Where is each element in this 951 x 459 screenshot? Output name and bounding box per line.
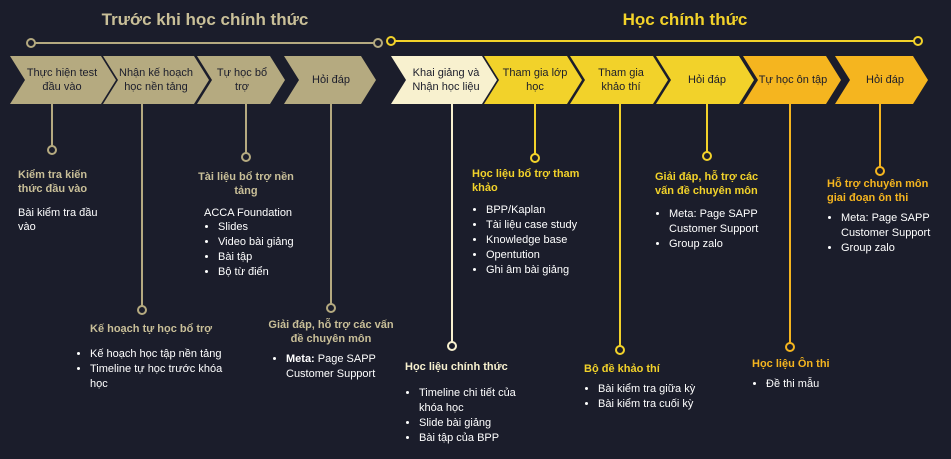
official-detail-1: Học liệu chính thức Timeline chi tiết củ… <box>405 360 525 446</box>
detail-intro: ACCA Foundation <box>204 207 293 219</box>
official-detail-5: Học liệu Ôn thi Đề thi mẫu <box>752 357 852 392</box>
detail-heading: Hỗ trợ chuyên môn giai đoạn ôn thi <box>827 178 929 204</box>
detail-heading: Bộ đề khảo thí <box>584 363 660 375</box>
list-item: Meta: Page SAPP Customer Support <box>669 207 775 237</box>
detail-heading: Học liệu chính thức <box>405 361 508 373</box>
detail-heading: Học liệu bổ trợ tham khảo <box>472 168 580 194</box>
list-item: Timeline chi tiết của khóa học <box>419 386 525 416</box>
before-bracket-dot-left <box>26 38 36 48</box>
detail-text: Bài kiểm tra đầu vào <box>18 207 98 233</box>
detail-list: BPP/Kaplan Tài liệu case study Knowledge… <box>472 203 597 278</box>
list-item: Group zalo <box>841 241 947 256</box>
before-step-2-label: Nhận kế hoạch học nền tảng <box>119 67 193 93</box>
official-step-3-label: Tham gia khảo thí <box>598 67 644 93</box>
detail-list: Đề thi mẫu <box>752 377 852 392</box>
list-item: Kế hoạch học tập nền tảng <box>90 347 236 362</box>
list-item: BPP/Kaplan <box>486 203 597 218</box>
detail-list: Timeline chi tiết của khóa học Slide bài… <box>405 386 525 446</box>
detail-heading: Tài liệu bổ trợ nền tảng <box>198 171 294 197</box>
official-chevron-1 <box>391 56 497 104</box>
official-step-5-label: Tự học ôn tập <box>758 74 828 86</box>
detail-heading: Giải đáp, hỗ trợ các vấn đề chuyên môn <box>268 319 394 345</box>
list-item: Timeline tự học trước khóa học <box>90 362 236 392</box>
before-connector-dot-4 <box>326 303 336 313</box>
official-detail-3: Bộ đề khảo thí Bài kiểm tra giữa kỳ Bài … <box>584 362 704 412</box>
official-bracket-dot-left <box>386 36 396 46</box>
meta-label: Meta: <box>286 353 315 365</box>
detail-list: Kế hoạch học tập nền tảng Timeline tự họ… <box>76 347 236 392</box>
before-section-title: Trước khi học chính thức <box>101 10 309 29</box>
before-step-1-label: Thực hiện test đầu vào <box>26 67 98 93</box>
official-connector-dot-4 <box>702 151 712 161</box>
before-connector-dot-2 <box>137 305 147 315</box>
before-bracket-dot-right <box>373 38 383 48</box>
before-detail-3: Tài liệu bổ trợ nền tảng ACCA Foundation… <box>196 170 316 280</box>
official-connector-dot-1 <box>447 341 457 351</box>
before-step-4-label: Hỏi đáp <box>312 74 350 86</box>
meta-text: Page SAPP Customer Support <box>286 353 376 380</box>
official-connector-dot-5 <box>785 342 795 352</box>
list-item: Bài kiểm tra cuối kỳ <box>598 397 704 412</box>
official-chevron-6 <box>835 56 928 104</box>
official-step-1-label: Khai giảng và Nhận học liệu <box>412 67 480 93</box>
detail-heading: Kiểm tra kiến thức đầu vào <box>18 169 88 195</box>
list-item: Slides <box>218 220 316 235</box>
list-item: Bài kiểm tra giữa kỳ <box>598 382 704 397</box>
list-item: Meta: Page SAPP Customer Support <box>841 211 947 241</box>
official-detail-2: Học liệu bổ trợ tham khảo BPP/Kaplan Tài… <box>472 167 597 278</box>
official-detail-4: Giải đáp, hỗ trợ các vấn đề chuyên môn M… <box>655 170 775 252</box>
official-connector-dot-2 <box>530 153 540 163</box>
list-item: Tài liệu case study <box>486 218 597 233</box>
official-connector-dot-3 <box>615 345 625 355</box>
detail-list: Meta: Page SAPP Customer Support Group z… <box>655 207 775 252</box>
before-detail-1: Kiểm tra kiến thức đầu vào Bài kiểm tra … <box>18 168 110 234</box>
list-item: Meta: Page SAPP Customer Support <box>286 352 396 382</box>
official-detail-6: Hỗ trợ chuyên môn giai đoạn ôn thi Meta:… <box>827 177 947 256</box>
official-chevron-2 <box>484 56 582 104</box>
detail-list: Meta: Page SAPP Customer Support <box>272 352 396 382</box>
official-step-4-label: Hỏi đáp <box>688 74 726 86</box>
before-connector-dot-3 <box>241 152 251 162</box>
before-detail-4: Giải đáp, hỗ trợ các vấn đề chuyên môn M… <box>266 318 396 382</box>
official-chevron-3 <box>570 56 668 104</box>
detail-list: Meta: Page SAPP Customer Support Group z… <box>827 211 947 256</box>
detail-heading: Học liệu Ôn thi <box>752 358 830 370</box>
before-step-3-label: Tự học bổ trợ <box>216 67 268 93</box>
official-step-6-label: Hỏi đáp <box>866 74 904 86</box>
list-item: Slide bài giảng <box>419 416 525 431</box>
list-item: Bài tập <box>218 250 316 265</box>
before-detail-2: Kế hoạch tự học bổ trợ Kế hoạch học tập … <box>76 322 236 392</box>
list-item: Ghi âm bài giảng <box>486 263 597 278</box>
before-connector-dot-1 <box>47 145 57 155</box>
before-chevron-3 <box>197 56 285 104</box>
official-connector-dot-6 <box>875 166 885 176</box>
list-item: Opentution <box>486 248 597 263</box>
before-chevron-1 <box>10 56 116 104</box>
official-chevron-4 <box>656 56 754 104</box>
official-section-title: Học chính thức <box>622 10 748 29</box>
official-chevron-5 <box>743 56 841 104</box>
list-item: Knowledge base <box>486 233 597 248</box>
list-item: Bộ từ điển <box>218 265 316 280</box>
detail-list: Bài kiểm tra giữa kỳ Bài kiểm tra cuối k… <box>584 382 704 412</box>
official-step-2-label: Tham gia lớp học <box>502 67 568 93</box>
list-item: Đề thi mẫu <box>766 377 852 392</box>
before-chevron-2 <box>103 56 209 104</box>
detail-list: Slides Video bài giảng Bài tập Bộ từ điể… <box>204 220 316 280</box>
list-item: Bài tập của BPP <box>419 431 525 446</box>
list-item: Group zalo <box>669 237 775 252</box>
detail-heading: Kế hoạch tự học bổ trợ <box>90 323 213 335</box>
list-item: Video bài giảng <box>218 235 316 250</box>
detail-heading: Giải đáp, hỗ trợ các vấn đề chuyên môn <box>655 171 759 197</box>
before-chevron-4 <box>284 56 376 104</box>
official-bracket-dot-right <box>913 36 923 46</box>
